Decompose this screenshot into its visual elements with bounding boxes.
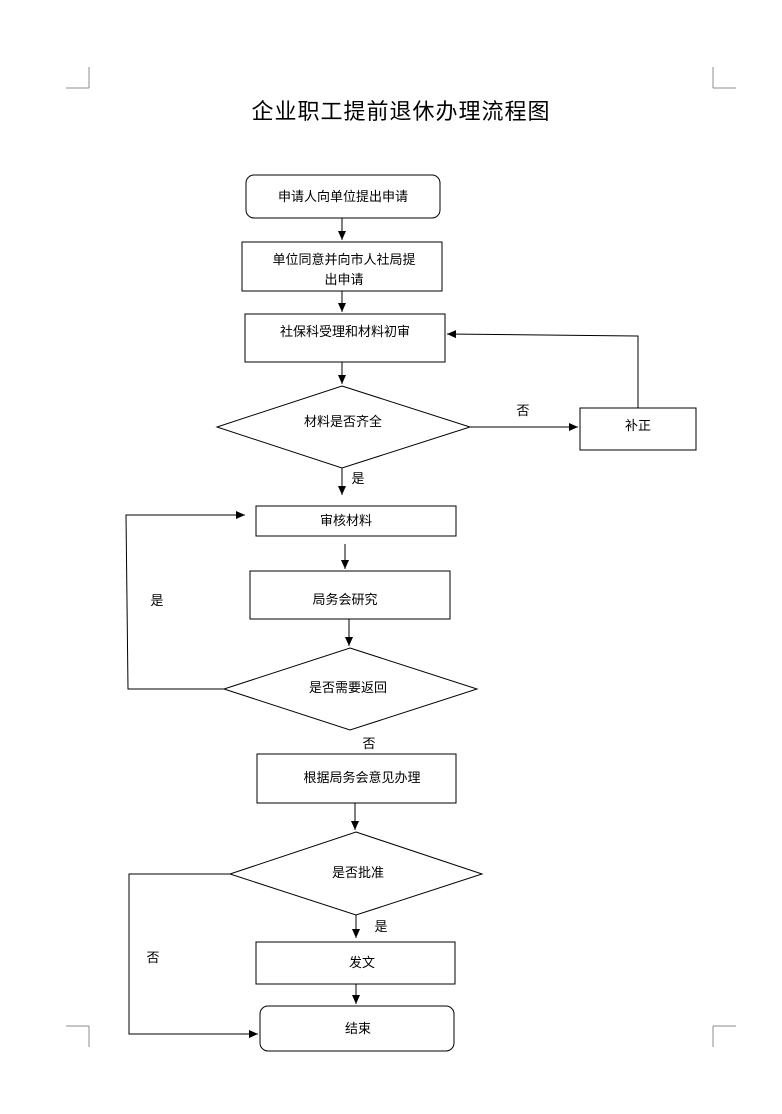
crop-marks xyxy=(66,67,736,1047)
node-supplement: 补正 xyxy=(579,407,697,451)
edge-label-materials-no: 否 xyxy=(516,404,529,419)
edge-label-return-yes: 是 xyxy=(150,594,163,609)
node-unit-agree-line1: 单位同意并向市人社局提 xyxy=(272,252,415,268)
edge-label-materials-yes: 是 xyxy=(351,472,364,487)
node-handle-by-opinion-label: 根据局务会意见办理 xyxy=(303,770,420,786)
edge-label-approved-yes: 是 xyxy=(374,920,387,935)
node-apply-label: 申请人向单位提出申请 xyxy=(278,189,408,205)
decision-materials-complete: 材料是否齐全 xyxy=(215,385,472,469)
node-supplement-label: 补正 xyxy=(625,419,651,434)
edge-return-yes xyxy=(125,511,245,690)
node-unit-agree-line2: 出申请 xyxy=(324,273,363,288)
node-initial-review: 社保科受理和材料初审 xyxy=(244,313,446,363)
node-end: 结束 xyxy=(259,1005,455,1052)
edge-label-return-no: 否 xyxy=(362,737,375,752)
decision-approved-label: 是否批准 xyxy=(332,866,384,881)
edge-label-approved-no: 否 xyxy=(146,951,159,966)
node-bureau-study: 局务会研究 xyxy=(249,570,451,620)
node-unit-agree: 单位同意并向市人社局提 出申请 xyxy=(241,241,443,292)
node-bureau-study-label: 局务会研究 xyxy=(312,592,377,608)
decision-need-return: 是否需要返回 xyxy=(222,647,479,731)
node-review-materials: 审核材料 xyxy=(255,505,457,537)
edge-approved-no xyxy=(128,873,258,1038)
node-issue-document: 发文 xyxy=(255,941,456,985)
decision-need-return-label: 是否需要返回 xyxy=(309,681,387,696)
node-initial-review-label: 社保科受理和材料初审 xyxy=(280,324,410,340)
decision-approved: 是否批准 xyxy=(228,831,484,916)
node-end-label: 结束 xyxy=(345,1022,371,1037)
node-issue-document-label: 发文 xyxy=(349,955,375,971)
node-handle-by-opinion: 根据局务会意见办理 xyxy=(256,753,457,804)
page-title: 企业职工提前退休办理流程图 xyxy=(251,100,551,125)
decision-materials-complete-label: 材料是否齐全 xyxy=(304,414,382,430)
node-review-materials-label: 审核材料 xyxy=(320,514,372,529)
edge-supplement-return xyxy=(446,330,639,408)
node-apply: 申请人向单位提出申请 xyxy=(245,174,441,219)
